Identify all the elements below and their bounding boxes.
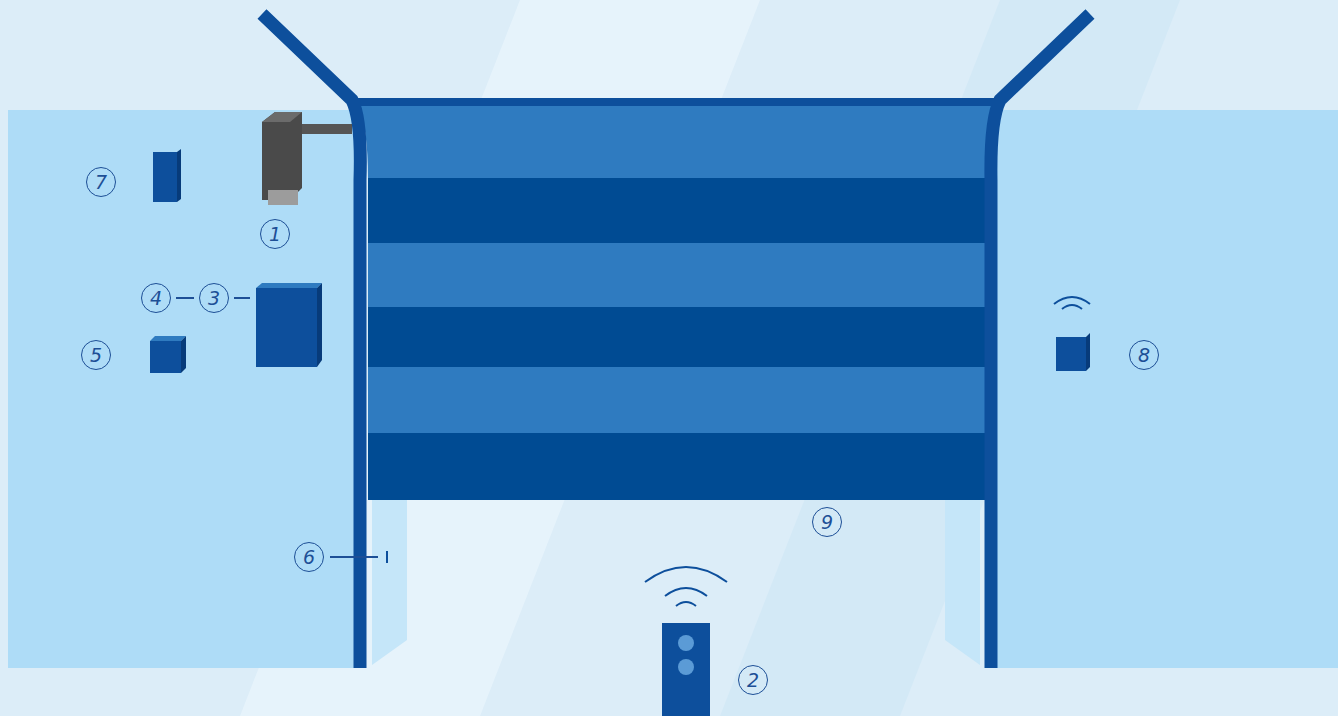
callout-number: 9 (812, 507, 842, 537)
door-panel (368, 367, 985, 433)
sensor-mark (386, 551, 388, 563)
callout-number: 3 (199, 283, 229, 313)
motor-base (268, 190, 298, 205)
door-panel (368, 178, 985, 243)
signal-wave (645, 567, 727, 582)
door-panel (368, 433, 985, 500)
door-frame (352, 98, 1000, 106)
callout-number: 6 (294, 542, 324, 572)
door-frame (991, 14, 1090, 668)
remote-button (678, 659, 694, 675)
device-box (150, 341, 181, 373)
left-wall (8, 110, 354, 668)
remote-control (662, 623, 710, 716)
signal-wave (1054, 297, 1090, 304)
door-panel (368, 307, 985, 367)
callout-number: 2 (738, 665, 768, 695)
door-reveal (372, 500, 407, 665)
motor (262, 112, 302, 200)
device-box (153, 152, 177, 202)
control-box (256, 288, 317, 367)
signal-wave (1062, 305, 1082, 309)
signal-wave (676, 602, 696, 606)
signal-wave (665, 588, 707, 596)
callout-number: 4 (141, 283, 171, 313)
remote-button (678, 635, 694, 651)
callout-number: 7 (86, 167, 116, 197)
control-box (256, 283, 322, 288)
right-wall (996, 110, 1338, 668)
device-box (177, 149, 181, 202)
device-box (150, 336, 186, 341)
leader-line (330, 556, 378, 558)
door-panel (368, 243, 985, 307)
callout-number: 8 (1129, 340, 1159, 370)
motor (262, 112, 302, 122)
callout-number: 5 (81, 340, 111, 370)
door-reveal (945, 500, 980, 665)
leader-line (176, 297, 194, 299)
motor-arm (300, 124, 352, 134)
wireless-sensor (1056, 337, 1086, 371)
callout-number: 1 (260, 219, 290, 249)
wireless-sensor (1086, 333, 1090, 371)
device-box (181, 336, 186, 373)
leader-line (234, 297, 250, 299)
door-panel (358, 100, 994, 178)
control-box (317, 283, 322, 367)
